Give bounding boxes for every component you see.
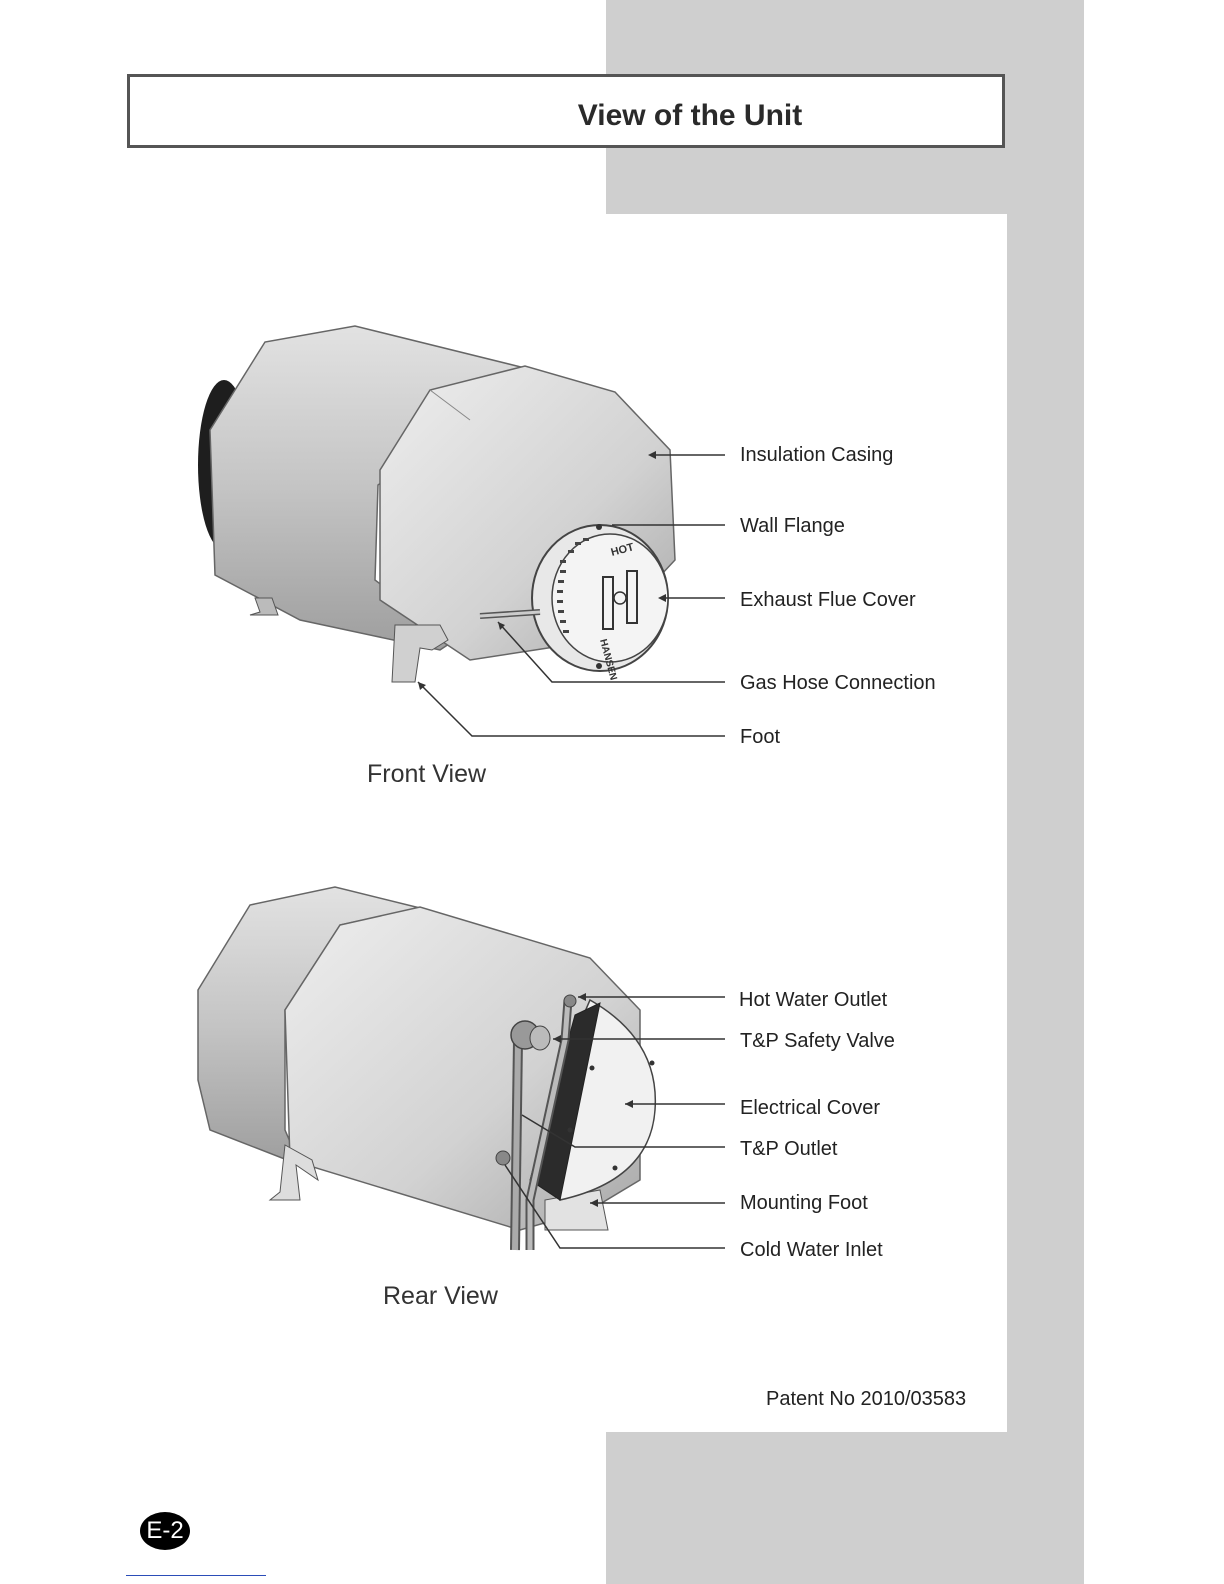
label-insulation-casing: Insulation Casing <box>740 444 893 467</box>
label-mounting-foot: Mounting Foot <box>740 1192 868 1215</box>
label-cold-water-inlet: Cold Water Inlet <box>740 1239 883 1262</box>
footer-link-underline <box>126 1575 266 1576</box>
caption-rear-view: Rear View <box>383 1282 498 1311</box>
label-foot: Foot <box>740 726 780 749</box>
label-wall-flange: Wall Flange <box>740 515 845 538</box>
label-exhaust-flue-cover: Exhaust Flue Cover <box>740 589 916 612</box>
label-tp-outlet: T&P Outlet <box>740 1138 837 1161</box>
caption-front-view: Front View <box>367 760 486 789</box>
label-hot-water-outlet: Hot Water Outlet <box>739 989 887 1012</box>
page-number-badge: E-2 <box>140 1512 190 1550</box>
patent-number: Patent No 2010/03583 <box>766 1388 966 1411</box>
label-tp-safety-valve: T&P Safety Valve <box>740 1030 895 1053</box>
label-electrical-cover: Electrical Cover <box>740 1097 880 1120</box>
label-gas-hose-connection: Gas Hose Connection <box>740 672 936 695</box>
